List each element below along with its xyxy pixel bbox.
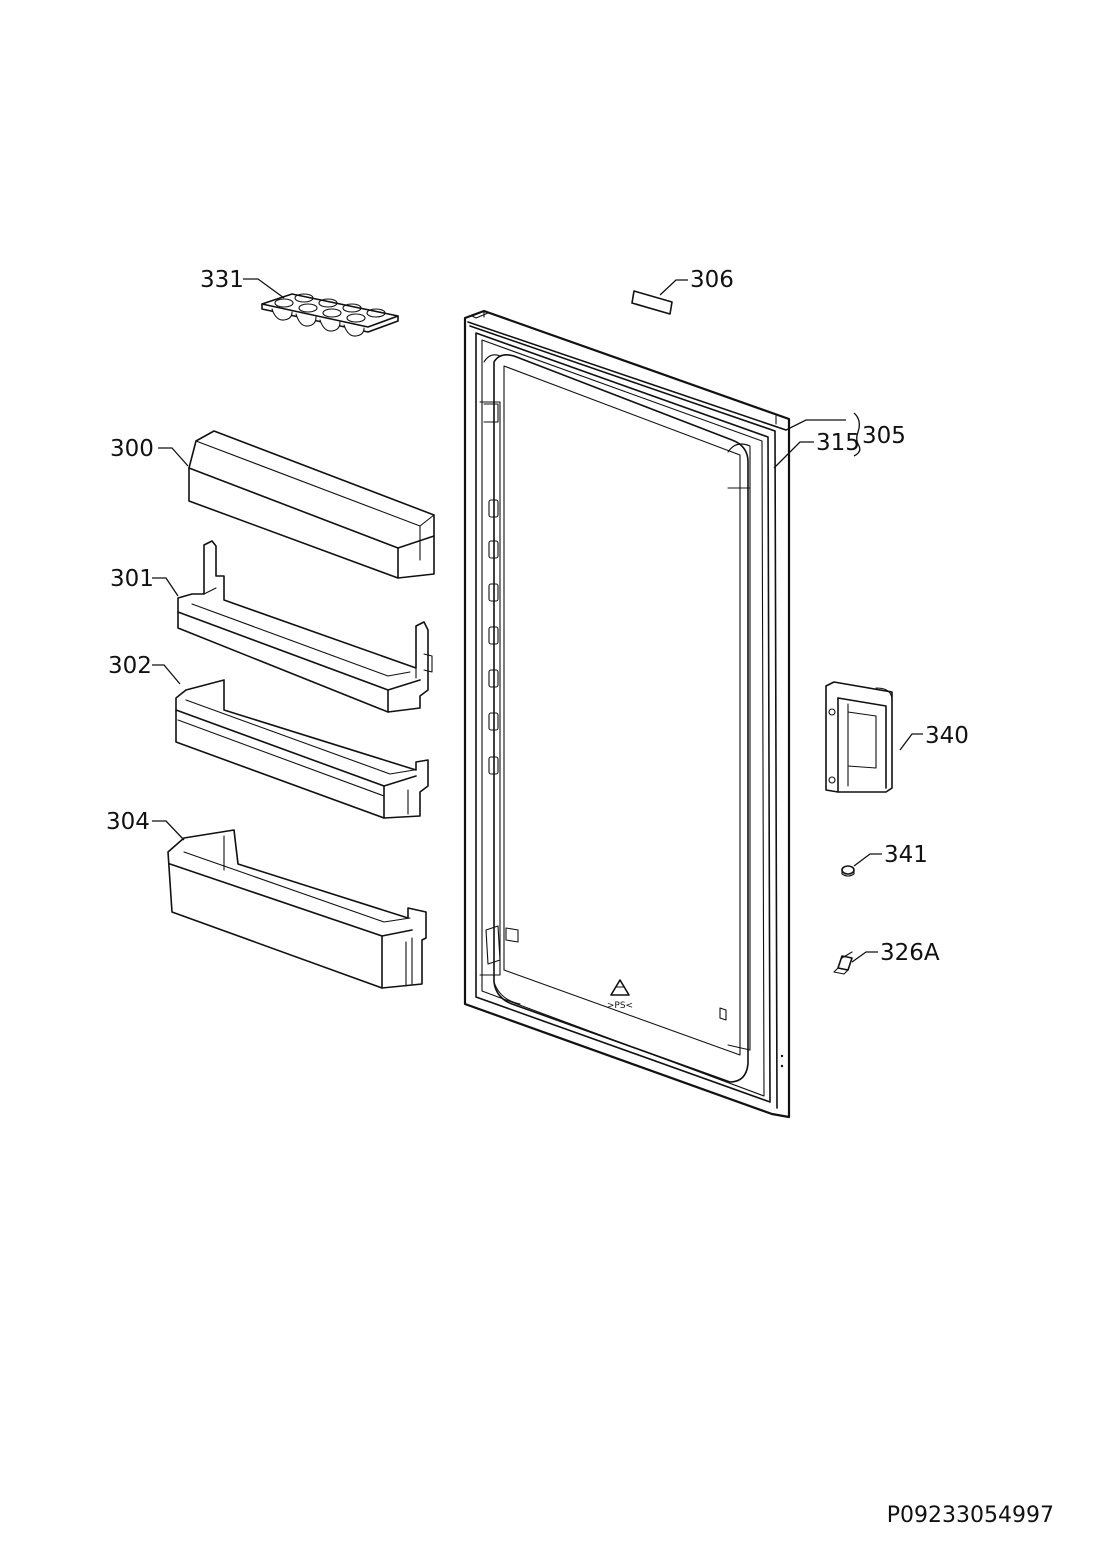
part-341-cap (841, 865, 855, 877)
part-300-shelf-cover (188, 430, 435, 579)
drawing-code: P09233054997 (887, 1503, 1054, 1528)
part-340-door-handle (825, 681, 893, 793)
label-302: 302 (108, 653, 152, 679)
label-331: 331 (200, 267, 244, 293)
part-305-inner-door (463, 309, 791, 1119)
label-315: 315 (816, 430, 860, 456)
part-331-egg-tray (261, 293, 399, 337)
recycling-text: >PS< (607, 1001, 633, 1011)
recycling-triangle-icon: >PS< (607, 979, 633, 1011)
label-300: 300 (110, 436, 154, 462)
part-301-door-shelf (177, 540, 433, 713)
label-306: 306 (690, 267, 734, 293)
label-326a: 326A (880, 940, 940, 966)
part-302-door-shelf (175, 679, 429, 819)
label-305: 305 (862, 423, 906, 449)
label-340: 340 (925, 723, 969, 749)
part-304-door-bin (167, 829, 427, 989)
label-304: 304 (106, 809, 150, 835)
label-341: 341 (884, 842, 928, 868)
leader-lines (152, 278, 923, 963)
part-306-label-plate (631, 290, 673, 315)
label-301: 301 (110, 566, 154, 592)
part-326a-pin (833, 951, 853, 975)
part-labels: 331 306 300 315 305 301 302 340 304 341 … (106, 267, 969, 966)
